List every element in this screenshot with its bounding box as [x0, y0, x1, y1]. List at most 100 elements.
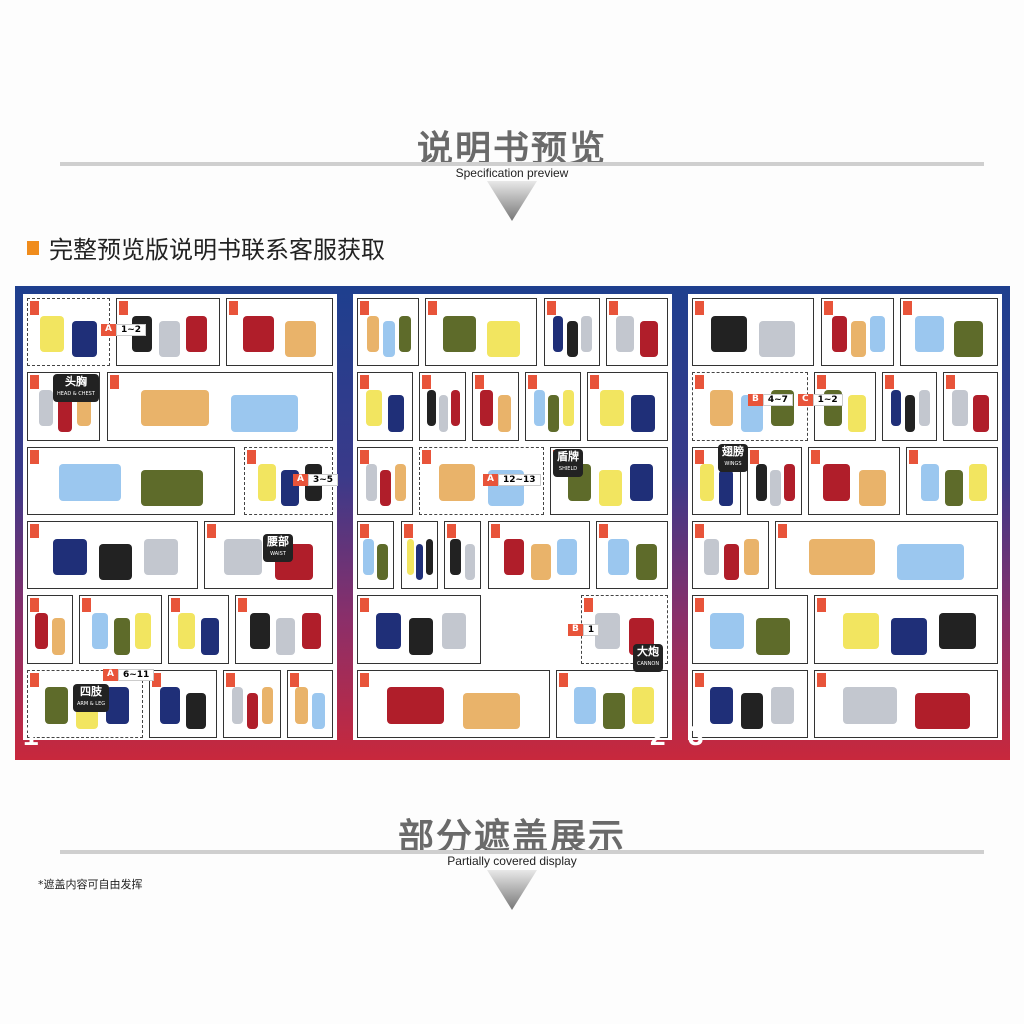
- instruction-step: [244, 446, 333, 515]
- instruction-step: [747, 446, 803, 515]
- instruction-step: [149, 669, 217, 738]
- part-illustration: [450, 389, 460, 427]
- instruction-step: [692, 521, 769, 590]
- part-illustration: [632, 687, 655, 724]
- part-illustration: [438, 395, 448, 432]
- part-illustration: [858, 469, 886, 506]
- tag-label: 翅膀: [722, 445, 744, 458]
- part-illustration: [847, 395, 866, 432]
- part-illustration: [497, 395, 511, 432]
- step-badge: [30, 672, 39, 687]
- part-illustration: [366, 389, 383, 427]
- divider: [60, 162, 984, 166]
- tag-sub: SHIELD: [558, 466, 578, 472]
- part-illustration: [599, 389, 624, 427]
- tag-label: 头胸: [64, 375, 87, 388]
- instruction-step: [524, 372, 581, 441]
- step-badge: [695, 524, 704, 538]
- instruction-step: [357, 446, 413, 515]
- part-illustration: [743, 538, 759, 576]
- part-illustration: [534, 389, 545, 427]
- part-illustration: [915, 692, 970, 729]
- part-illustration: [376, 612, 401, 650]
- part-illustration: [159, 320, 180, 358]
- instruction-step: [357, 372, 413, 441]
- range-letter: A: [103, 669, 118, 681]
- instruction-step: [587, 372, 668, 441]
- instruction-step: [357, 521, 395, 590]
- arrow-down-icon: [487, 181, 537, 221]
- part-illustration: [34, 612, 48, 650]
- instruction-step: [820, 298, 894, 367]
- step-badge: [817, 672, 827, 687]
- step-badge: [152, 672, 162, 687]
- part-illustration: [870, 315, 885, 353]
- step-badge: [608, 301, 618, 315]
- instruction-step: [27, 446, 236, 515]
- instruction-step: [596, 521, 668, 590]
- step-badge: [695, 301, 704, 315]
- part-illustration: [615, 315, 634, 353]
- instruction-step: [881, 372, 937, 441]
- step-badge: [403, 524, 413, 538]
- part-illustration: [920, 464, 939, 501]
- part-illustration: [52, 618, 66, 655]
- part-illustration: [406, 538, 414, 576]
- range-steps: 3~5: [307, 474, 339, 486]
- part-illustration: [759, 320, 796, 358]
- part-illustration: [710, 389, 733, 427]
- step-badge: [360, 524, 369, 538]
- part-illustration: [276, 618, 296, 655]
- instruction-step: [808, 446, 901, 515]
- range-letter: B: [568, 624, 583, 636]
- instruction-step: [814, 669, 998, 738]
- step-badge: [475, 375, 485, 390]
- part-illustration: [442, 315, 476, 353]
- part-illustration: [250, 612, 270, 650]
- step-badge: [695, 449, 704, 464]
- instruction-step: [942, 372, 998, 441]
- part-illustration: [106, 687, 129, 724]
- part-illustration: [944, 469, 963, 506]
- part-illustration: [72, 320, 97, 358]
- instruction-step: [814, 595, 998, 664]
- part-illustration: [160, 687, 180, 724]
- section-tag: 头胸 HEAD & CHEST: [53, 374, 99, 402]
- part-illustration: [394, 464, 406, 501]
- step-badge: [777, 524, 787, 538]
- part-illustration: [567, 320, 578, 358]
- instruction-step: [487, 521, 591, 590]
- part-illustration: [312, 692, 326, 729]
- part-illustration: [552, 315, 564, 353]
- tag-label: 腰部: [267, 535, 289, 548]
- step-badge: [823, 301, 833, 315]
- step-badge: [360, 301, 369, 315]
- part-illustration: [503, 538, 524, 576]
- part-illustration: [98, 543, 133, 581]
- step-badge: [118, 301, 128, 315]
- instruction-step: [222, 669, 281, 738]
- part-illustration: [822, 464, 850, 501]
- instruction-step: [692, 669, 809, 738]
- part-illustration: [700, 464, 715, 501]
- tag-sub: HEAD & CHEST: [57, 391, 95, 397]
- part-illustration: [113, 618, 130, 655]
- step-badge: [82, 598, 92, 613]
- section-subtitle: Partially covered display: [447, 854, 577, 868]
- part-illustration: [704, 538, 720, 576]
- instruction-step: [692, 595, 809, 664]
- part-illustration: [756, 464, 767, 501]
- part-illustration: [201, 618, 220, 655]
- instruction-step: [27, 298, 110, 367]
- instruction-step: [692, 372, 809, 441]
- step-badge: [228, 301, 238, 315]
- part-illustration: [399, 315, 412, 353]
